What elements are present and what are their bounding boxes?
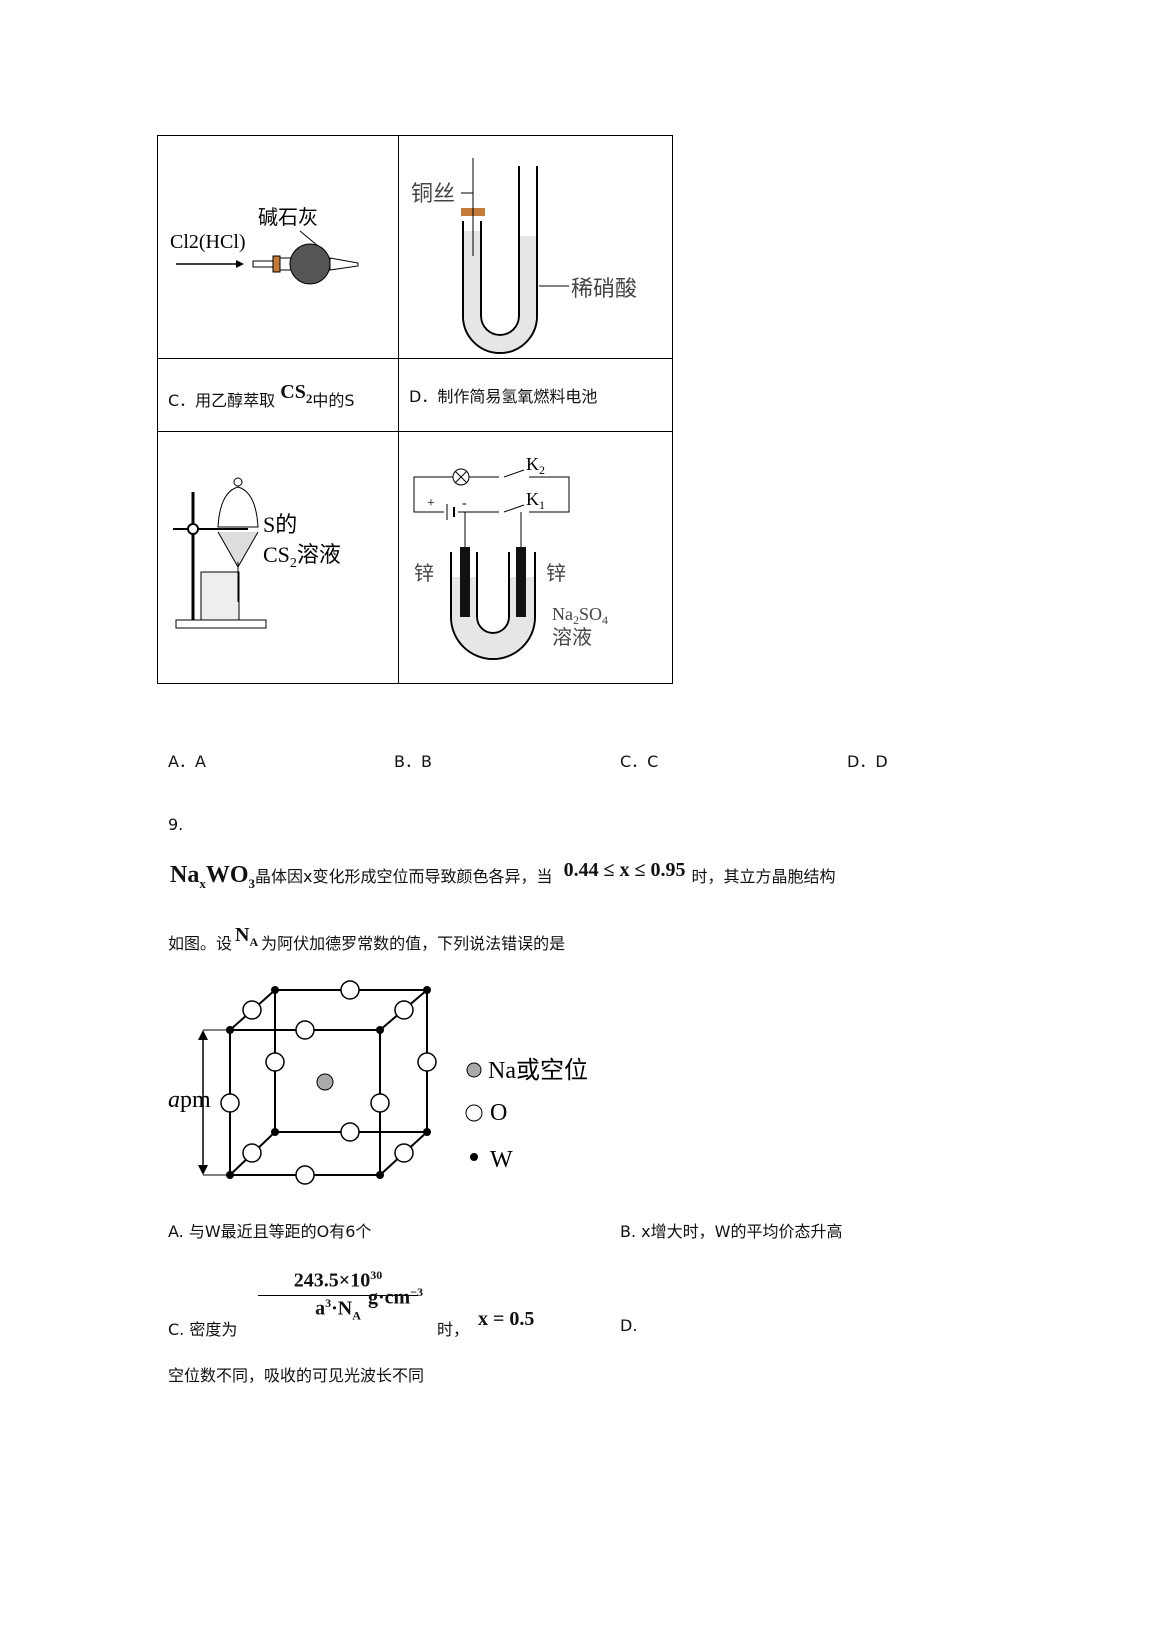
solution-label-2: 溶液 <box>552 626 592 649</box>
x-value: x = 0.5 <box>478 1308 535 1330</box>
cell-c-caption: C．用乙醇萃取 CS2中的S <box>157 358 399 432</box>
q9-option-a[interactable]: A. 与W最近且等距的O有6个 <box>168 1222 372 1241</box>
cs2-sub: 2 <box>305 391 313 406</box>
q9-option-b[interactable]: B. x增大时，W的平均价态升高 <box>620 1222 843 1241</box>
funnel-label-2: CS2溶液 <box>263 542 341 571</box>
left-electrode-label: 锌 <box>414 562 434 585</box>
experiment-table: Cl2(HCl) 碱石灰 铜丝 稀硝酸 C．用乙醇萃取 CS2中的S D．制作简… <box>157 135 673 684</box>
legend-oxygen: O <box>490 1100 507 1126</box>
gas-label: Cl2(HCl) <box>170 231 246 253</box>
k1-label: K1 <box>526 489 545 512</box>
separatory-funnel-figure: S的 CS2溶液 <box>173 477 341 629</box>
cs2-formula: CS <box>280 381 306 403</box>
plus-sign: + <box>427 496 435 511</box>
edge-length-label: apm <box>168 1087 211 1113</box>
legend-na-vacancy: Na或空位 <box>488 1057 588 1084</box>
caption-c-text: C．用乙醇萃取 <box>168 391 276 410</box>
reagent-label: 碱石灰 <box>258 206 318 229</box>
q8-option-c[interactable]: C．C <box>620 752 659 771</box>
q9-option-c-when: 时， <box>437 1320 470 1339</box>
q9-stem-line-1: NaxWO3晶体因x变化形成空位而导致颜色各异，当 0.44 ≤ x ≤ 0.9… <box>170 859 836 891</box>
density-unit: g·cm−3 <box>368 1285 424 1309</box>
q9-option-d-text[interactable]: 空位数不同，吸收的可见光波长不同 <box>168 1366 425 1385</box>
minus-sign: - <box>462 496 467 511</box>
cell-d-caption: D．制作简易氢氧燃料电池 <box>398 358 673 432</box>
q8-option-b[interactable]: B．B <box>394 752 432 771</box>
acid-label: 稀硝酸 <box>571 276 637 301</box>
q9-option-c-prefix[interactable]: C. 密度为 <box>168 1320 238 1339</box>
question-number: 9. <box>168 815 184 834</box>
q9-option-d-label[interactable]: D. <box>620 1316 638 1335</box>
q8-option-d[interactable]: D．D <box>847 752 888 771</box>
cell-c-figure: S的 CS2溶液 <box>157 431 399 684</box>
cell-a-figure: Cl2(HCl) 碱石灰 <box>157 135 399 359</box>
density-fraction: 243.5×1030 a3·NA <box>258 1268 418 1323</box>
legend-tungsten: W <box>490 1147 513 1173</box>
u-tube-copper-figure: 铜丝 稀硝酸 <box>411 158 637 354</box>
crystal-cell-figure: apm Na或空位 O W <box>168 980 588 1185</box>
solution-label: Na2SO4 <box>552 604 608 627</box>
right-electrode-label: 锌 <box>546 562 566 585</box>
cell-b-figure: 铜丝 稀硝酸 <box>398 135 673 359</box>
funnel-label-1: S的 <box>263 512 297 537</box>
cell-d-figure: + - K2 K1 锌 锌 Na2SO4 溶液 <box>398 431 673 684</box>
fuel-cell-figure: + - K2 K1 锌 锌 Na2SO4 溶液 <box>413 454 608 660</box>
caption-c-suffix: 中的S <box>312 391 355 410</box>
k2-label: K2 <box>526 454 545 477</box>
q8-option-a[interactable]: A．A <box>168 752 206 771</box>
wire-label: 铜丝 <box>411 181 455 206</box>
drying-tube-figure: Cl2(HCl) 碱石灰 <box>170 206 359 285</box>
